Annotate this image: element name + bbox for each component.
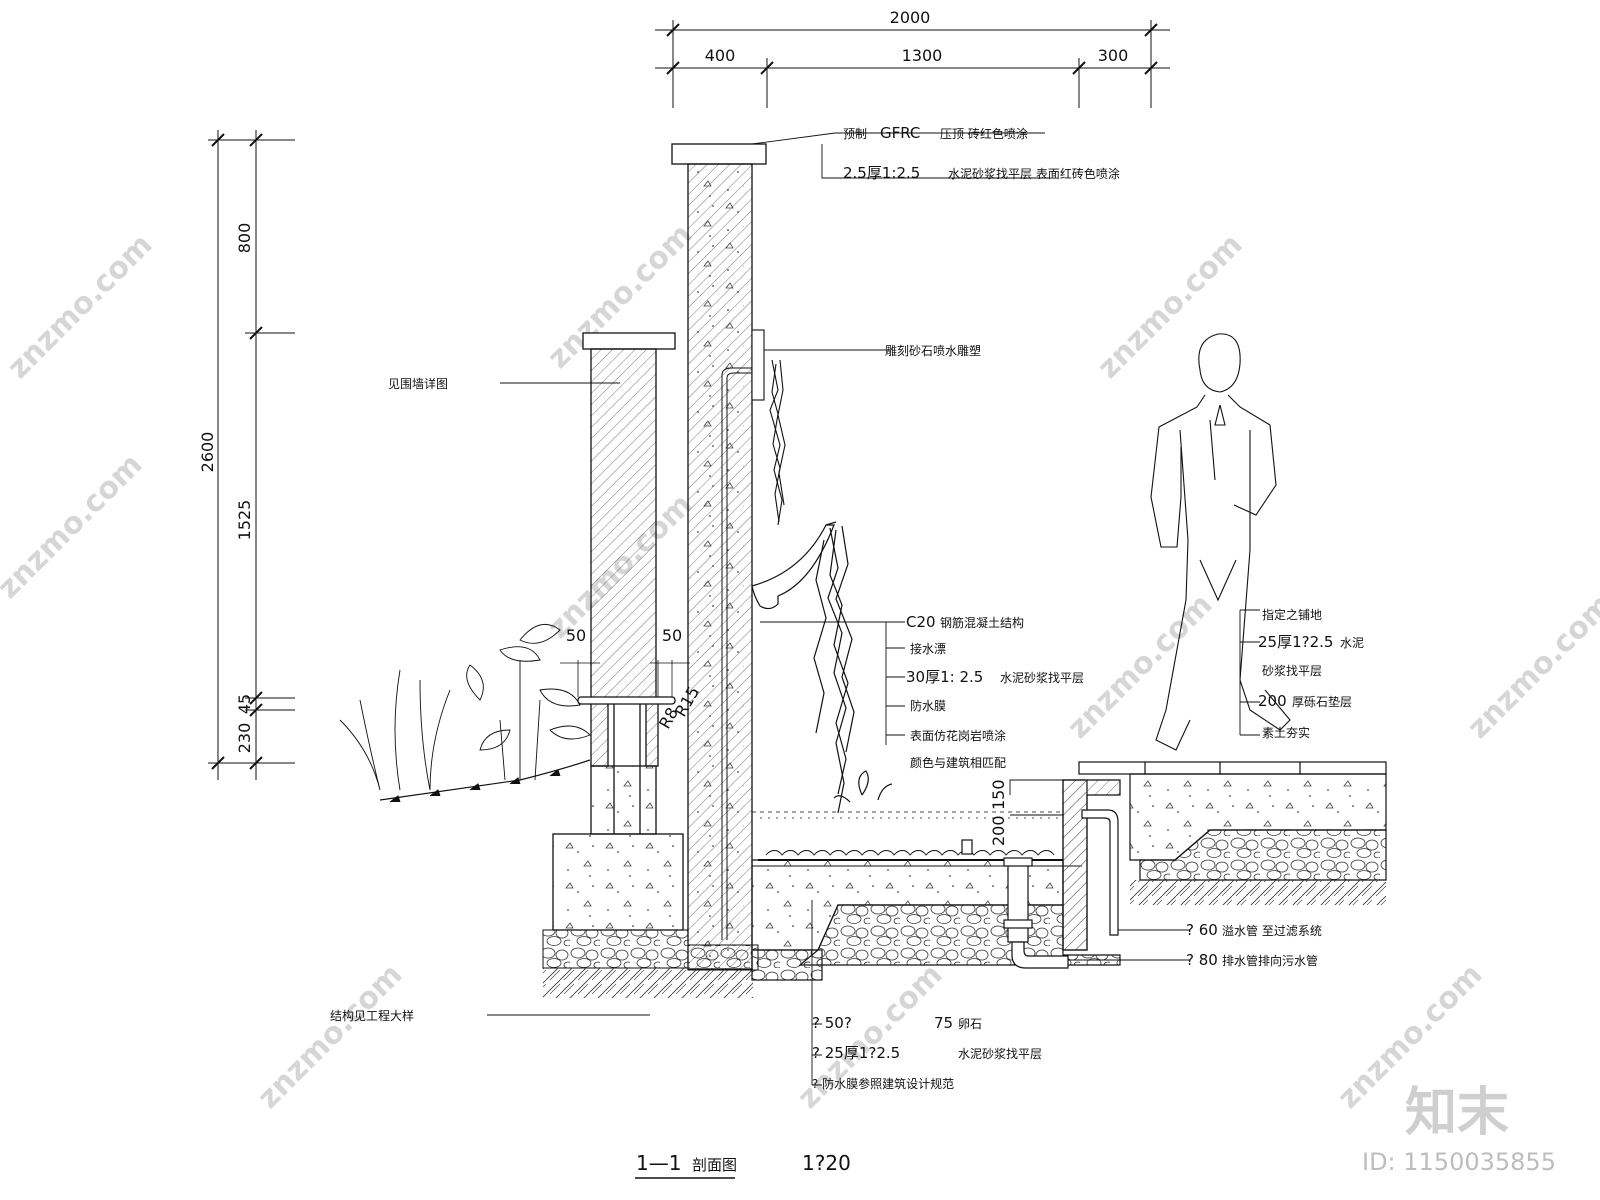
ground-foundation bbox=[379, 759, 759, 998]
note-pave-1: 指定之铺地 bbox=[1262, 607, 1322, 622]
image-id: ID: 1150035855 bbox=[1362, 1148, 1556, 1176]
garden-wall bbox=[552, 332, 684, 931]
dim-gap-left: 50 bbox=[566, 626, 586, 645]
watermark: znzmo.com znzmo.com znzmo.com znzmo.com … bbox=[0, 217, 1600, 1116]
note-coping-1c: 压顶 砖红色喷涂 bbox=[940, 126, 1028, 141]
note-coping-1b: GFRC bbox=[880, 124, 920, 142]
note-foundation: 结构见工程大样 bbox=[330, 1008, 414, 1023]
note-bottom-2b: 水泥砂浆找平层 bbox=[958, 1046, 1042, 1061]
note-pipe-2b: 排水管排向污水管 bbox=[1222, 953, 1318, 968]
note-coping-1a: 预制 bbox=[843, 127, 867, 141]
top-dimension-chain bbox=[655, 20, 1170, 108]
leader-lines bbox=[487, 132, 1260, 1179]
dim-top-b: 1300 bbox=[902, 46, 943, 65]
wall-gap-dims bbox=[560, 660, 690, 697]
section-scale: 1?20 bbox=[802, 1151, 851, 1175]
dim-pool-a: 150 bbox=[989, 779, 1008, 810]
dim-left-c: 45 bbox=[235, 694, 254, 714]
water-basin bbox=[751, 521, 893, 814]
note-sculpture: 雕刻砂石喷水雕塑 bbox=[885, 343, 981, 358]
section-label: 剖面图 bbox=[692, 1156, 737, 1174]
note-pave-4a: 200 bbox=[1258, 692, 1287, 710]
note-pipe-2a: ? 80 bbox=[1186, 951, 1218, 969]
note-struct-6: 颜色与建筑相匹配 bbox=[910, 755, 1006, 770]
note-pave-2b: 水泥 bbox=[1340, 636, 1364, 650]
main-wall bbox=[671, 143, 767, 970]
note-wall-ref: 见围墙详图 bbox=[388, 376, 448, 391]
watermark-text: znzmo.com bbox=[1061, 587, 1220, 746]
dim-left-d: 230 bbox=[235, 723, 254, 754]
dim-top-a: 400 bbox=[705, 46, 736, 65]
watermark-text: znzmo.com bbox=[0, 447, 149, 606]
note-struct-2: 接水漂 bbox=[910, 641, 946, 656]
note-struct-1a: C20 bbox=[906, 613, 936, 631]
watermark-text: znzmo.com bbox=[791, 957, 950, 1116]
dim-left-b: 1525 bbox=[235, 500, 254, 541]
dim-top-c: 300 bbox=[1098, 46, 1129, 65]
note-pipe-1a: ? 60 bbox=[1186, 921, 1218, 939]
note-pipe-1b: 溢水管 至过滤系统 bbox=[1222, 923, 1322, 938]
note-struct-3a: 30厚1: 2.5 bbox=[906, 668, 983, 686]
note-bottom-2a: ? 25厚1?2.5 bbox=[812, 1044, 900, 1062]
note-coping-2a: 2.5厚1:2.5 bbox=[843, 164, 920, 182]
note-bottom-1a: ? 50? bbox=[812, 1014, 852, 1032]
watermark-logo: 知末 bbox=[1405, 1083, 1509, 1143]
note-bottom-1c: 卵石 bbox=[958, 1017, 982, 1031]
watermark-text: znzmo.com bbox=[1461, 587, 1600, 746]
watermark-text: znzmo.com bbox=[251, 957, 410, 1116]
dim-top-total: 2000 bbox=[890, 8, 931, 27]
dim-gap-right: 50 bbox=[662, 626, 682, 645]
section-number: 1—1 bbox=[636, 1151, 681, 1175]
note-bottom-3: ? 防水膜参照建筑设计规范 bbox=[812, 1076, 954, 1091]
person-figure bbox=[1150, 333, 1291, 751]
note-struct-3b: 水泥砂浆找平层 bbox=[1000, 670, 1084, 685]
note-struct-4: 防水膜 bbox=[910, 698, 946, 713]
note-pave-5: 素土夯实 bbox=[1262, 725, 1310, 740]
note-pave-3: 砂浆找平层 bbox=[1262, 663, 1322, 678]
note-bottom-1b: 75 bbox=[934, 1014, 953, 1032]
dim-left-a: 800 bbox=[235, 223, 254, 254]
pool bbox=[751, 779, 1121, 981]
dim-pool-b: 200 bbox=[989, 815, 1008, 846]
left-dimension-chain bbox=[208, 130, 295, 780]
note-struct-5: 表面仿花岗岩喷涂 bbox=[910, 728, 1006, 743]
watermark-text: znzmo.com bbox=[1, 227, 160, 386]
note-coping-2b: 水泥砂浆找平层 表面红砖色喷涂 bbox=[948, 166, 1120, 181]
paving bbox=[1078, 761, 1387, 905]
note-struct-1b: 钢筋混凝土结构 bbox=[940, 615, 1024, 630]
dim-left-total: 2600 bbox=[198, 432, 217, 473]
note-pave-2a: 25厚1?2.5 bbox=[1258, 633, 1333, 651]
plants bbox=[339, 623, 591, 791]
fountain-sculpture bbox=[751, 329, 786, 526]
watermark-text: znzmo.com bbox=[1091, 227, 1250, 386]
note-pave-4b: 厚砾石垫层 bbox=[1292, 694, 1352, 709]
drain-pipes bbox=[961, 809, 1119, 969]
